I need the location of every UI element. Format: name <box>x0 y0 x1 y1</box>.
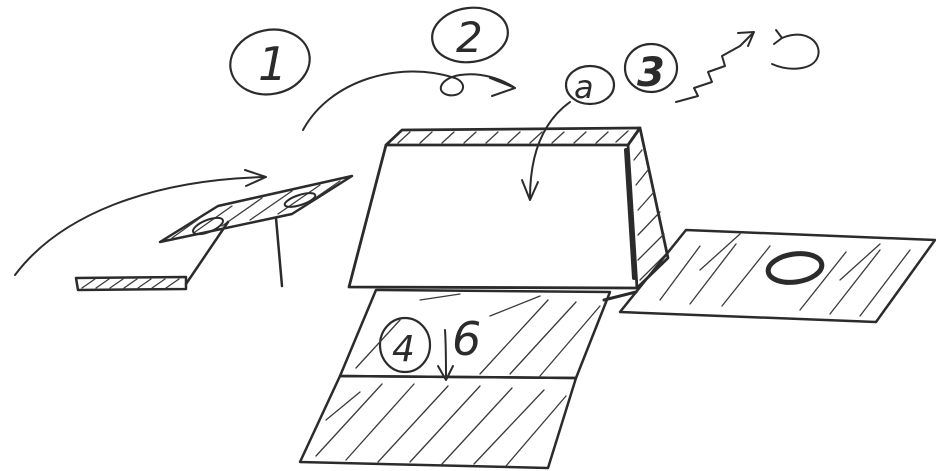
stand-top <box>158 174 354 244</box>
step-6-arrowhead <box>437 365 454 381</box>
stand-base <box>74 275 188 292</box>
box-edge-shadow <box>624 148 636 280</box>
bottom-panel-lower <box>298 374 578 470</box>
step-3-label: 3 <box>637 50 665 96</box>
stand-hole-left <box>191 216 225 236</box>
step-4-marker: 4 <box>378 316 432 374</box>
marker-a-label: a <box>574 68 594 106</box>
step-2-label: 2 <box>456 13 483 62</box>
stand-leg-left <box>184 220 230 286</box>
step-2-marker: 2 <box>431 6 509 64</box>
right-panel-outline <box>618 228 936 324</box>
main-box <box>347 126 670 290</box>
bottom-panel <box>298 288 638 470</box>
box-top-band <box>384 126 642 147</box>
box-front-face <box>347 143 639 290</box>
lightning-arrow-icon <box>675 31 755 103</box>
hinge-mark <box>602 290 638 302</box>
stand-hole-right <box>283 192 317 208</box>
step-6-marker: 6 <box>437 312 481 381</box>
step-6-down-arrow <box>444 329 447 379</box>
step-1-marker: 1 <box>229 28 311 96</box>
arrow-to-stand <box>14 169 267 276</box>
stand-leg-right <box>274 216 284 288</box>
stand-assembly <box>74 174 354 292</box>
step-6-label: 6 <box>452 312 481 366</box>
marker-a: a <box>564 64 616 106</box>
step-1-label: 1 <box>258 37 287 91</box>
step-4-label: 4 <box>392 329 415 370</box>
oval-hole-icon <box>765 251 825 285</box>
arrow-1-to-2 <box>302 70 516 131</box>
step-3-marker: 3 <box>623 42 679 96</box>
right-panel <box>618 228 936 324</box>
arrow-a-into-box <box>521 101 571 201</box>
curl-arrow-icon <box>771 29 820 70</box>
